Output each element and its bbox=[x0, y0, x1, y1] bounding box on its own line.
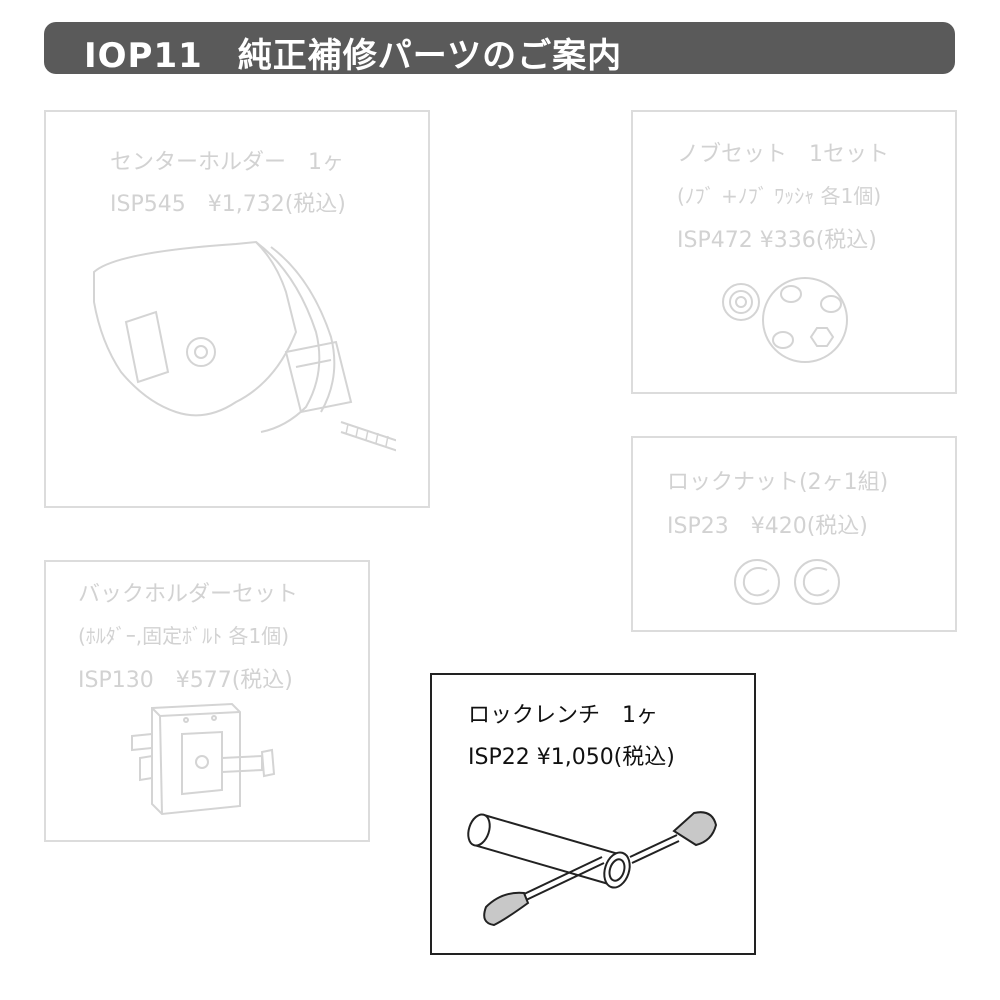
part-contents: (ﾉﾌﾞ +ﾉﾌﾞ ﾜｯｼｬ 各1個) bbox=[677, 184, 882, 208]
center-holder-illustration bbox=[93, 240, 396, 452]
lock-nut-illustration bbox=[734, 559, 840, 605]
part-contents: (ﾎﾙﾀﾞｰ,固定ﾎﾞﾙﾄ 各1個) bbox=[78, 624, 290, 648]
card-lock-wrench[interactable]: ロックレンチ 1ヶ ISP22 ¥1,050(税込) bbox=[430, 673, 756, 955]
part-price: ISP545 ¥1,732(税込) bbox=[110, 192, 346, 217]
knob-set-illustration bbox=[722, 277, 848, 363]
page-title: IOP11 純正補修パーツのご案内 bbox=[84, 36, 623, 76]
part-price: ISP23 ¥420(税込) bbox=[667, 514, 868, 539]
card-back-holder-set[interactable]: バックホルダーセット (ﾎﾙﾀﾞｰ,固定ﾎﾞﾙﾄ 各1個) ISP130 ¥57… bbox=[44, 560, 370, 842]
title-banner: IOP11 純正補修パーツのご案内 bbox=[44, 22, 955, 76]
part-price: ISP472 ¥336(税込) bbox=[677, 228, 877, 253]
part-price: ISP22 ¥1,050(税込) bbox=[468, 745, 675, 770]
part-name: センターホルダー 1ヶ bbox=[110, 150, 344, 175]
part-name: ロックレンチ 1ヶ bbox=[468, 703, 658, 728]
card-knob-set[interactable]: ノブセット 1セット (ﾉﾌﾞ +ﾉﾌﾞ ﾜｯｼｬ 各1個) ISP472 ¥3… bbox=[631, 110, 957, 394]
part-price: ISP130 ¥577(税込) bbox=[78, 668, 293, 693]
part-name: バックホルダーセット bbox=[78, 582, 299, 607]
card-lock-nut[interactable]: ロックナット(2ヶ1組) ISP23 ¥420(税込) bbox=[631, 436, 957, 632]
lock-wrench-illustration bbox=[467, 811, 718, 927]
part-name: ノブセット 1セット bbox=[677, 142, 889, 167]
back-holder-illustration bbox=[131, 702, 276, 816]
card-center-holder[interactable]: センターホルダー 1ヶ ISP545 ¥1,732(税込) bbox=[44, 110, 430, 508]
part-name: ロックナット(2ヶ1組) bbox=[667, 470, 889, 495]
